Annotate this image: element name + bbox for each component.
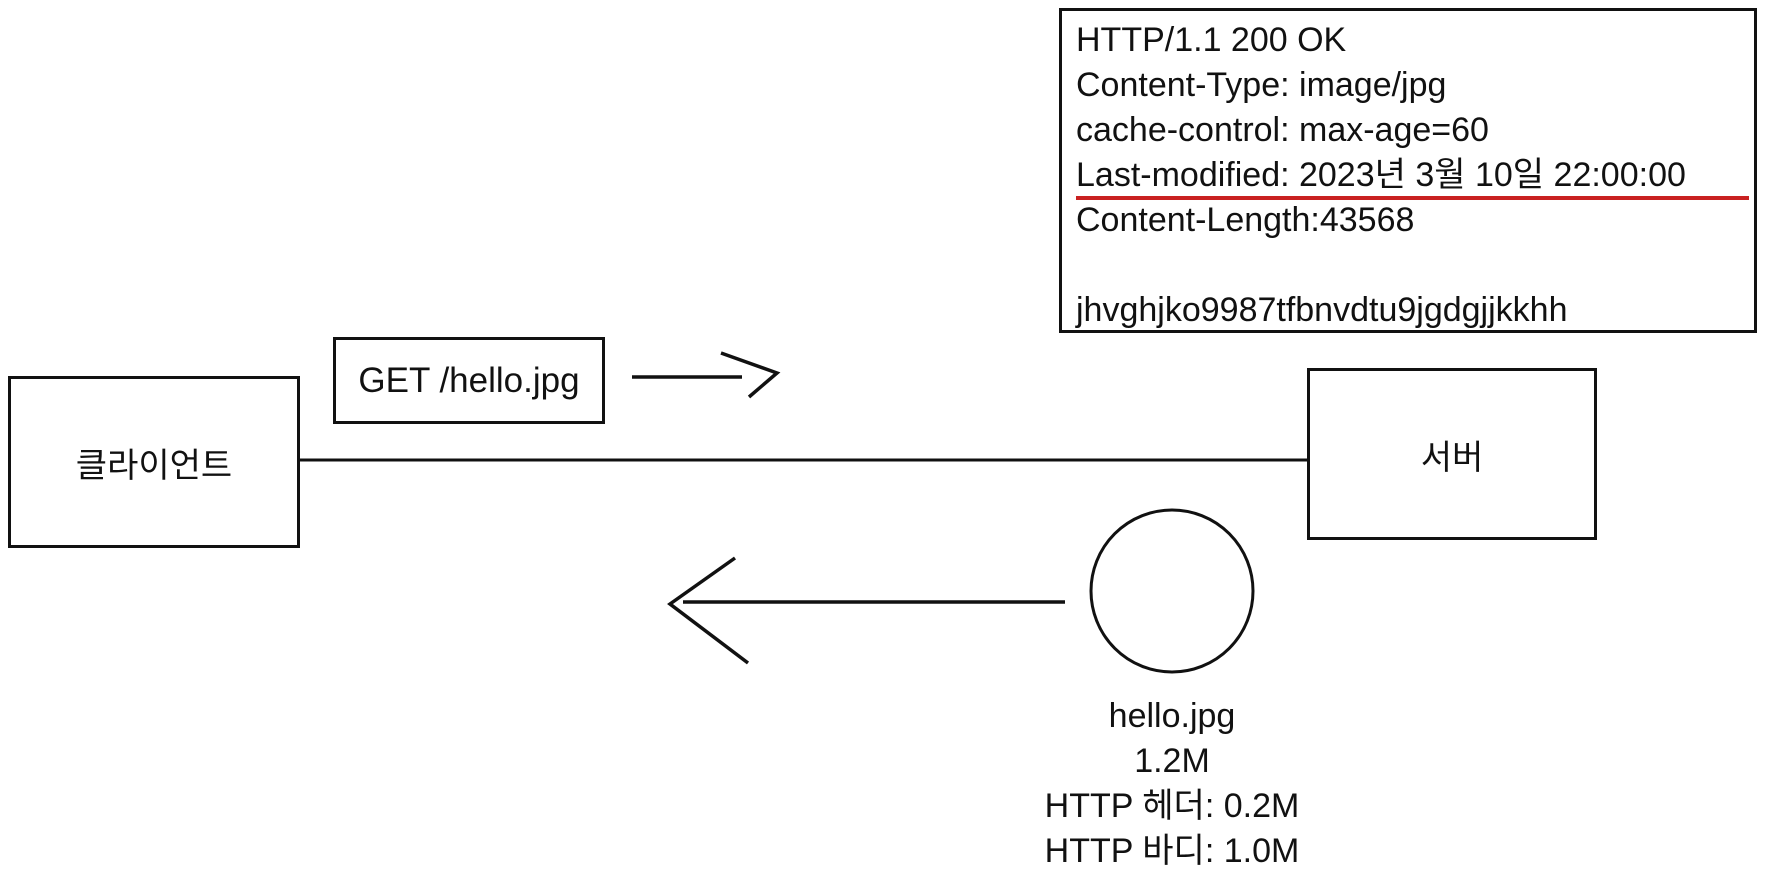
file-caption-filename: hello.jpg (1108, 697, 1236, 735)
request-label: GET /hello.jpg (358, 360, 580, 400)
client-node-label: 클라이언트 (75, 446, 233, 485)
response-cache-control: cache-control: max-age=60 (1076, 111, 1489, 149)
response-content-type: Content-Type: image/jpg (1076, 66, 1447, 104)
file-caption-total-size: 1.2M (1134, 742, 1210, 780)
response-last-modified: Last-modified: 2023년 3월 10일 22:00:00 (1076, 153, 1749, 200)
response-arrow-head-icon (667, 556, 750, 665)
request-arrow-head-icon (720, 351, 781, 399)
file-caption: hello.jpg 1.2M HTTP 헤더: 0.2M HTTP 바디: 1.… (952, 694, 1392, 874)
response-last-modified-text: Last-modified: 2023년 3월 10일 22:00:00 (1076, 156, 1686, 194)
response-headers-text: HTTP/1.1 200 OK Content-Type: image/jpg … (1062, 11, 1754, 333)
last-modified-underline (1076, 196, 1749, 200)
response-content-length: Content-Length:43568 (1076, 201, 1415, 239)
client-node-box: 클라이언트 (8, 376, 300, 548)
response-body-text: jhvghjko9987tfbnvdtu9jgdgjjkkhh (1076, 291, 1568, 329)
file-circle-icon (1089, 508, 1255, 674)
file-caption-header-size: HTTP 헤더: 0.2M (1044, 787, 1300, 825)
response-status-line: HTTP/1.1 200 OK (1076, 21, 1347, 59)
server-node-label: 서버 (1420, 438, 1484, 477)
response-headers-box: HTTP/1.1 200 OK Content-Type: image/jpg … (1059, 8, 1757, 333)
file-caption-body-size: HTTP 바디: 1.0M (1044, 832, 1300, 870)
request-box: GET /hello.jpg (333, 337, 605, 424)
server-node-box: 서버 (1307, 368, 1597, 540)
